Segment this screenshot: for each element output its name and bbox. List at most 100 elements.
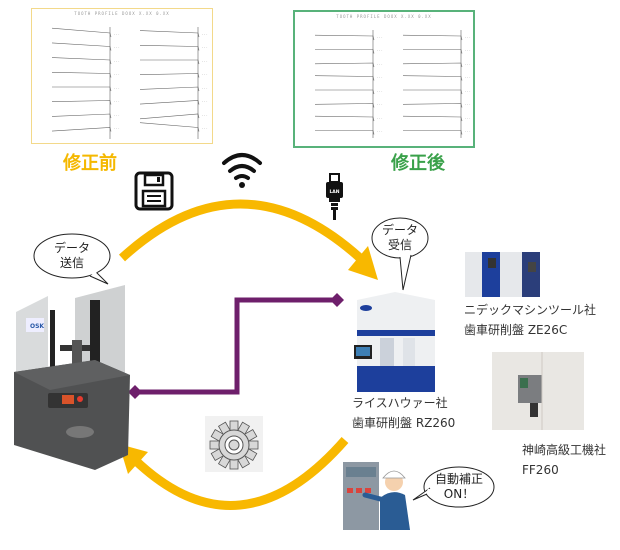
nidec-label: ニデックマシンツール社 歯車研削盤 ZE26C (464, 300, 596, 340)
chart-before-correction: TOOTH PROFILE DOOX X.XX 0.XX - - -- - --… (31, 8, 213, 144)
trace-value: - - - (377, 35, 382, 39)
kanzaki-label: 神崎高級工機社 FF260 (522, 440, 606, 480)
trace-value: - - - (202, 127, 207, 131)
profile-trace (139, 113, 200, 120)
speech-bubble-send (33, 233, 111, 285)
receive-bubble-line1: データ (381, 223, 418, 237)
trace-value: - - - (465, 49, 470, 53)
receive-bubble-line2: 受信 (387, 238, 412, 252)
receive-bubble-text: データ 受信 (378, 223, 422, 253)
gear-measuring-machine: OSK (14, 285, 130, 470)
caption-before: 修正前 (63, 153, 117, 174)
profile-traces-before: - - - - - - - - - - - - - - - - - - - - - - - -… (51, 27, 207, 139)
profile-trace (139, 30, 200, 38)
connection-end-left (128, 385, 142, 399)
profile-trace (139, 45, 200, 51)
caption-after: 修正後 (391, 153, 445, 174)
nidec-model: 歯車研削盤 ZE26C (464, 323, 568, 337)
lan-label: LAN (329, 189, 339, 195)
osk-logo: OSK (30, 323, 44, 330)
profile-trace (314, 34, 375, 41)
kanzaki-machine (492, 352, 584, 430)
auto-bubble-text: 自動補正 ON！ (427, 472, 491, 502)
profile-trace (139, 100, 200, 105)
lan-cable-icon: LAN (326, 173, 343, 220)
nidec-machine (465, 252, 540, 297)
network-connection-line (137, 297, 336, 395)
trace-value: - - - (377, 89, 382, 93)
trace-value: - - - (114, 32, 119, 36)
profile-trace (314, 62, 375, 68)
trace-value: - - - (202, 59, 207, 63)
send-bubble-line2: 送信 (59, 256, 84, 270)
trace-value: - - - (465, 116, 470, 120)
kanzaki-company: 神崎高級工機社 (522, 443, 607, 457)
trace-value: - - - (114, 59, 119, 63)
profile-trace (315, 130, 375, 135)
trace-value: - - - (114, 46, 119, 50)
profile-trace (51, 72, 112, 78)
floppy-disk-icon (134, 171, 174, 211)
trace-value: - - - (202, 32, 207, 36)
trace-value: - - - (377, 49, 382, 53)
speech-bubble-receive (371, 217, 429, 291)
trace-value: - - - (465, 62, 470, 66)
profile-trace (51, 100, 112, 105)
reishauer-machine (354, 292, 435, 392)
trace-value: - - - (377, 76, 382, 80)
trace-value: - - - (465, 76, 470, 80)
trace-value: - - - (377, 103, 382, 107)
connection-end-right (330, 293, 344, 307)
trace-value: - - - (114, 73, 119, 77)
profile-trace (139, 122, 200, 132)
trace-value: - - - (114, 113, 119, 117)
trace-value: - - - (202, 100, 207, 104)
trace-value: - - - (465, 103, 470, 107)
trace-value: - - - (465, 130, 470, 134)
trace-value: - - - (202, 86, 207, 90)
profile-trace (314, 115, 375, 122)
operator-illustration (343, 462, 410, 530)
send-bubble-text: データ 送信 (50, 241, 94, 271)
profile-trace (51, 27, 112, 38)
trace-value: - - - (202, 46, 207, 50)
profile-trace (139, 86, 200, 92)
profile-trace (52, 86, 112, 92)
send-bubble-line1: データ (53, 241, 90, 255)
speech-bubble-auto (412, 466, 495, 508)
trace-value: - - - (114, 100, 119, 104)
profile-trace (51, 57, 112, 65)
profile-trace (403, 89, 463, 95)
correction-feedback-arrow (131, 437, 349, 510)
profile-trace (402, 103, 463, 108)
trace-value: - - - (114, 86, 119, 90)
profile-trace (402, 115, 463, 122)
chart-after-correction: TOOTH PROFILE DOOX X.XX 0.XX - - -- - --… (293, 10, 475, 148)
reishauer-company: ライスハウァー社 (352, 396, 448, 410)
trace-value: - - - (377, 116, 382, 120)
profile-trace (402, 75, 463, 81)
profile-trace (314, 75, 375, 81)
profile-trace (314, 103, 375, 108)
chart-before-header: TOOTH PROFILE DOOX X.XX 0.XX (74, 11, 170, 16)
trace-value: - - - (377, 130, 382, 134)
data-send-arrow (118, 199, 364, 262)
profile-trace (315, 89, 375, 95)
profile-trace (315, 49, 375, 54)
kanzaki-model: FF260 (522, 463, 559, 477)
profile-trace (139, 73, 200, 78)
profile-traces-after: - - - - - - - - - - - - - - - - - - - - - - - -… (314, 30, 470, 138)
profile-trace (51, 42, 112, 51)
profile-trace (403, 130, 463, 135)
trace-value: - - - (202, 113, 207, 117)
reishauer-model: 歯車研削盤 RZ260 (352, 416, 456, 430)
profile-trace (403, 49, 463, 54)
reishauer-label: ライスハウァー社 歯車研削盤 RZ260 (352, 393, 455, 433)
trace-value: - - - (465, 89, 470, 93)
profile-trace (140, 59, 200, 65)
trace-value: - - - (377, 62, 382, 66)
trace-value: - - - (114, 127, 119, 131)
wifi-icon (222, 153, 262, 188)
gear-icon (205, 416, 263, 472)
